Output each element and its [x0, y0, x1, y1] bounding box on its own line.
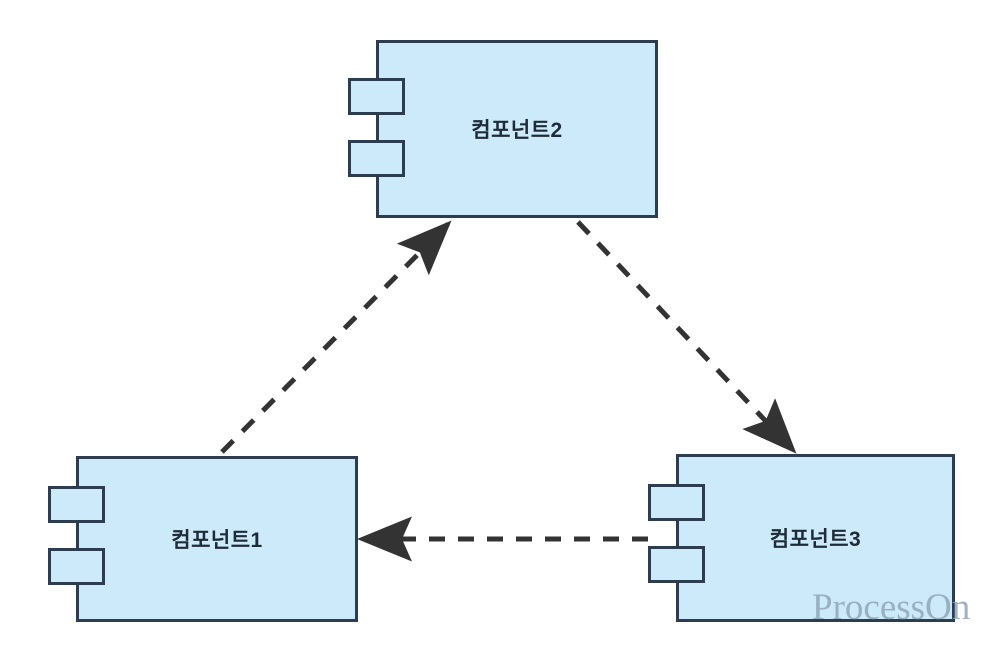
component-port-top	[48, 486, 105, 523]
component-label: 컴포넌트2	[471, 119, 563, 142]
component-port-top	[648, 484, 705, 521]
component-port-top	[348, 78, 405, 115]
component-port-bottom	[48, 548, 105, 585]
processon-watermark: ProcessOn	[812, 587, 971, 628]
component-label: 컴포넌트1	[171, 529, 263, 552]
component-port-bottom	[648, 546, 705, 583]
edge-c1-to-c2[interactable]	[220, 220, 452, 454]
component-label: 컴포넌트3	[769, 528, 862, 551]
component-node-component1[interactable]: 컴포넌트1	[76, 456, 358, 622]
component-node-component2[interactable]: 컴포넌트2	[376, 40, 658, 218]
component-node-component3[interactable]: 컴포넌트3	[676, 454, 955, 622]
component-port-bottom	[348, 140, 405, 177]
edge-c2-to-c3[interactable]	[576, 220, 797, 454]
